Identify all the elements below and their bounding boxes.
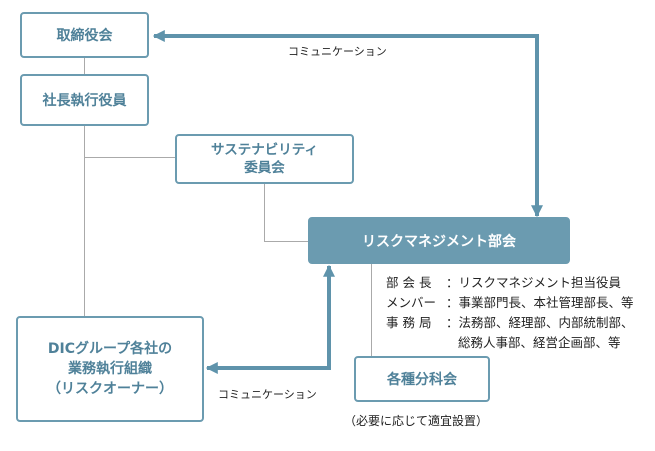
member-value-secretariat: ：法務部、経理部、内部統制部、 xyxy=(446,315,634,330)
arrow-risk-group xyxy=(205,264,335,374)
line-to-risk-committee xyxy=(264,241,308,242)
node-sustainability-line2: 委員会 xyxy=(244,160,285,176)
member-role-secretariat: 事 務 局 xyxy=(386,315,432,330)
node-sustainability-line1: サステナビリティ xyxy=(211,142,318,158)
line-board-ceo xyxy=(84,58,85,74)
node-risk-committee: リスクマネジメント部会 xyxy=(308,217,570,264)
subcommittee-note: （必要に応じて適宜設置） xyxy=(344,414,489,428)
line-branch-sustainability xyxy=(84,157,175,158)
arrow-board-risk xyxy=(152,30,543,218)
node-risk-committee-label: リスクマネジメント部会 xyxy=(362,233,516,250)
member-value-members: ：事業部門長、本社管理部長、等 xyxy=(446,295,634,310)
node-subcommittees: 各種分科会 xyxy=(354,356,490,402)
node-board-label: 取締役会 xyxy=(56,28,113,44)
member-value-chair: ：リスクマネジメント担当役員 xyxy=(446,275,622,290)
node-board: 取締役会 xyxy=(20,12,149,58)
member-role-chair: 部 会 長 xyxy=(386,275,432,290)
node-ceo: 社長執行役員 xyxy=(20,74,149,126)
node-group-companies: DICグループ各社の 業務執行組織 （リスクオーナー） xyxy=(16,316,204,422)
line-risk-to-subcommittee xyxy=(371,264,372,356)
edge-label-top: コミュニケーション xyxy=(288,45,387,58)
node-ceo-label: 社長執行役員 xyxy=(42,93,127,109)
node-group-line2: 業務執行組織 xyxy=(68,361,152,377)
line-ceo-down xyxy=(84,126,85,316)
node-sustainability: サステナビリティ 委員会 xyxy=(175,134,354,184)
member-value-secretariat-cont: 総務人事部、経営企画部、等 xyxy=(458,335,621,350)
node-group-line1: DICグループ各社の xyxy=(47,341,173,357)
member-role-members: メンバー xyxy=(386,295,437,310)
node-subcommittees-label: 各種分科会 xyxy=(387,372,457,388)
edge-label-bottom: コミュニケーション xyxy=(218,388,317,401)
node-group-line3: （リスクオーナー） xyxy=(47,381,173,397)
